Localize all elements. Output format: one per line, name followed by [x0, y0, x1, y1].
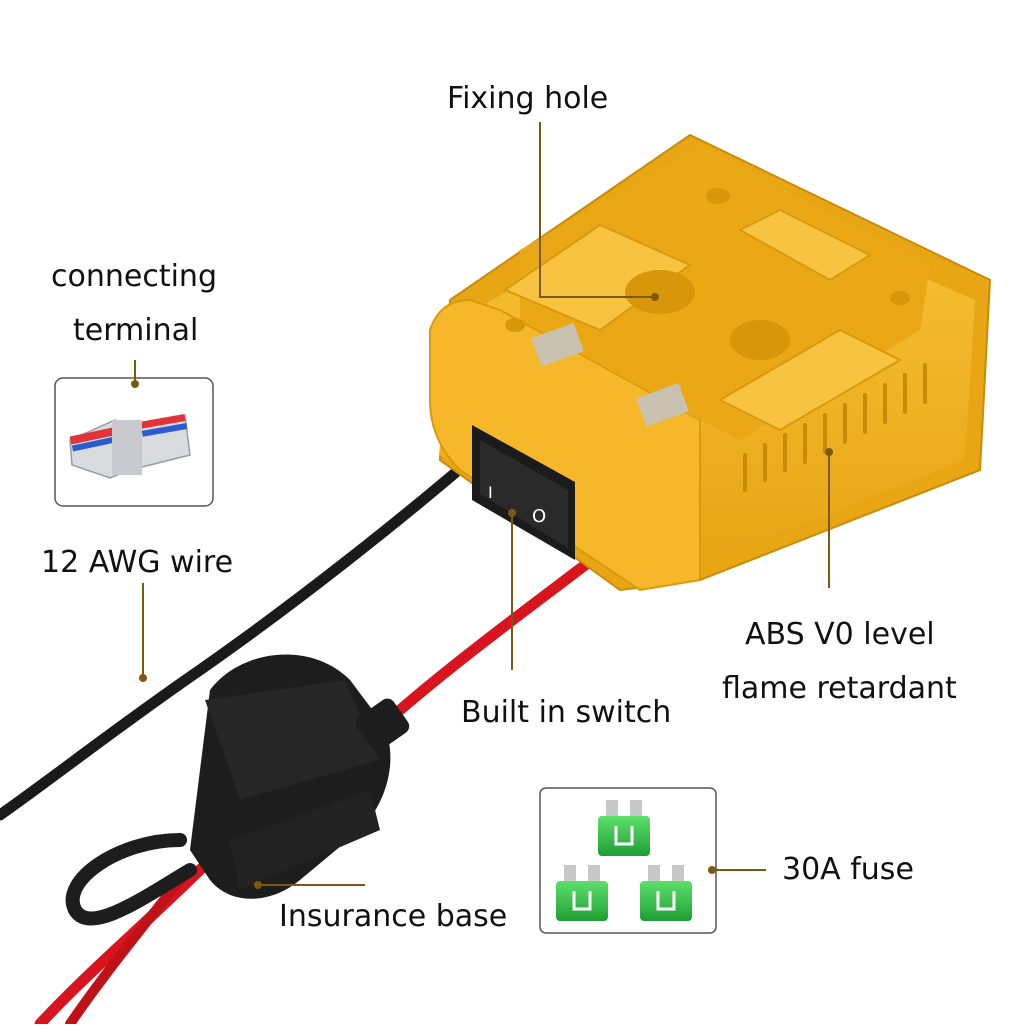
label-wire: 12 AWG wire [41, 545, 234, 580]
rocker-switch: O I [472, 425, 575, 560]
leader-lines [134, 122, 830, 886]
label-connecting-terminal-line2: terminal [73, 313, 199, 348]
connecting-terminal-image [69, 414, 191, 479]
vent-ribs [743, 363, 927, 492]
red-wire-lower [34, 854, 216, 1029]
label-fuse: 30A fuse [782, 852, 914, 887]
red-wire-branch [65, 875, 185, 1029]
label-connecting-terminal-line1: connecting [51, 259, 217, 294]
battery-adapter [429, 133, 992, 592]
fixing-hole [625, 270, 695, 314]
black-wire [0, 456, 474, 821]
fuse-30a-image [556, 800, 692, 921]
switch-on-mark: I [488, 483, 493, 502]
label-switch: Built in switch [461, 695, 672, 730]
label-abs-line1: ABS V0 level [745, 617, 935, 652]
label-fixing-hole: Fixing hole [447, 81, 609, 116]
leader-fixing-hole [539, 122, 655, 298]
label-insurance-base: Insurance base [279, 899, 508, 934]
switch-off-mark: O [532, 506, 546, 527]
label-abs-line2: flame retardant [722, 671, 957, 706]
leader-dots [131, 293, 833, 889]
fuse-holder [65, 654, 410, 926]
red-wire [394, 549, 604, 716]
